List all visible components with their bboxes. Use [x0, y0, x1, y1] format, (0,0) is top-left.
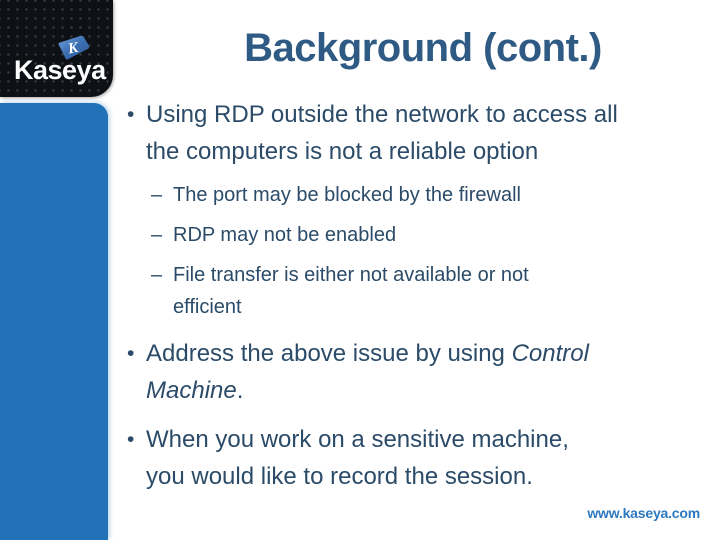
bullet-line: Address the above issue by using Control [146, 335, 589, 372]
kaseya-diamond-icon: K [58, 36, 89, 60]
bullet-line: Using RDP outside the network to access … [146, 101, 618, 128]
bullet-text-regular: . [236, 377, 244, 404]
slide-title: Background (cont.) [244, 26, 602, 70]
footer-website-url: www.kaseya.com [587, 505, 700, 521]
sub-bullet-line: RDP may not be enabled [173, 224, 397, 246]
bullet-line: the computers is not a reliable option [146, 138, 539, 165]
bullet-marker: • [127, 103, 135, 126]
sub-bullet-text: The port may be blocked by the firewall [173, 179, 521, 211]
bullet-line: When you work on a sensitive machine, [146, 426, 569, 453]
sub-bullet-line: File transfer is either not available or… [173, 264, 529, 286]
bullet-control-machine: • Address the above issue by using Contr… [127, 335, 707, 409]
bullet-line: you would like to record the session. [146, 463, 533, 490]
kaseya-logo-box: K Kaseya [0, 0, 113, 97]
bullet-rdp-option: • Using RDP outside the network to acces… [127, 96, 707, 170]
kaseya-diamond-k-letter: K [66, 40, 81, 58]
sub-bullet-text: RDP may not be enabled [173, 219, 396, 251]
bullet-text-italic: Control [511, 340, 589, 367]
dash-marker: – [151, 224, 163, 246]
kaseya-brand-wordmark: Kaseya [14, 55, 106, 85]
sub-bullet-list: – The port may be blocked by the firewal… [151, 179, 707, 331]
bullet-text: Address the above issue by using Control… [146, 335, 589, 409]
bullet-marker: • [127, 428, 135, 451]
bullet-marker: • [127, 342, 135, 365]
bullet-record-session: • When you work on a sensitive machine, … [127, 421, 707, 495]
bullet-text: Using RDP outside the network to access … [146, 96, 618, 170]
dash-marker: – [151, 264, 163, 286]
sub-bullet-line: efficient [173, 296, 242, 318]
bullet-text-regular: Address the above issue by using [146, 340, 512, 367]
bullet-text-italic: Machine [146, 377, 237, 404]
dash-marker: – [151, 184, 163, 206]
bullet-line: Machine. [146, 372, 589, 409]
left-accent-bar [0, 103, 108, 540]
sub-bullet-firewall: – The port may be blocked by the firewal… [151, 179, 707, 211]
bullet-text: When you work on a sensitive machine, yo… [146, 421, 569, 495]
sub-bullet-rdp-enabled: – RDP may not be enabled [151, 219, 707, 251]
sub-bullet-line: The port may be blocked by the firewall [173, 184, 521, 206]
sub-bullet-text: File transfer is either not available or… [173, 259, 529, 323]
sub-bullet-file-transfer: – File transfer is either not available … [151, 259, 707, 323]
